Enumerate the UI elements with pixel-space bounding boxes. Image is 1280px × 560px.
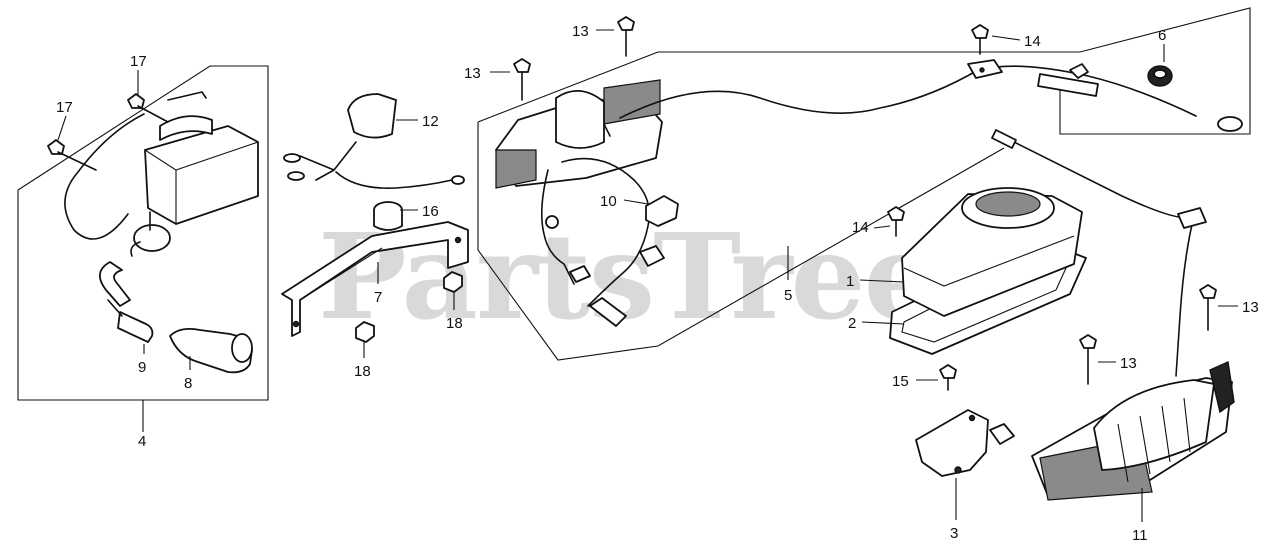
coil-bracket[interactable] <box>281 221 469 337</box>
callouts: 17 17 9 8 4 12 16 7 18 18 13 13 10 5 14 … <box>56 23 1259 544</box>
nut-18-upper[interactable] <box>443 271 463 293</box>
ignition-coil-11[interactable] <box>1031 360 1235 501</box>
callout-16: 16 <box>422 203 439 220</box>
bolt-17-right[interactable] <box>127 91 207 123</box>
bolt-17-left[interactable] <box>47 139 97 171</box>
callout-18-lower: 18 <box>354 363 371 380</box>
callout-12: 12 <box>422 113 439 130</box>
wire-harness[interactable] <box>540 157 679 327</box>
ignition-coil-group-frame <box>17 65 269 432</box>
callout-14-top: 14 <box>1024 33 1041 50</box>
bolt-14-mid[interactable] <box>887 206 905 237</box>
inline-fuse[interactable] <box>1037 63 1099 97</box>
callout-15: 15 <box>892 373 909 390</box>
callout-17-left: 17 <box>56 99 73 116</box>
nut-18-lower[interactable] <box>355 321 375 343</box>
callout-2: 2 <box>848 315 856 332</box>
callout-6: 6 <box>1158 27 1166 44</box>
callout-8: 8 <box>184 375 192 392</box>
ground-wire <box>64 113 145 240</box>
bracket-bushing-16[interactable] <box>373 201 403 231</box>
plug-wire-end[interactable] <box>991 129 1017 149</box>
harness-group-frame <box>477 7 1251 361</box>
leader-lines <box>57 29 1238 522</box>
wire-clip[interactable] <box>1177 207 1207 229</box>
wire-clamp[interactable] <box>967 59 1003 79</box>
callout-13-top: 13 <box>572 23 589 40</box>
callout-3: 3 <box>950 525 958 542</box>
cover-plate-1[interactable] <box>901 187 1083 317</box>
bolt-13-right-a[interactable] <box>1199 284 1217 331</box>
callout-18-upper: 18 <box>446 315 463 332</box>
callout-17-right: 17 <box>130 53 147 70</box>
callout-9: 9 <box>138 359 146 376</box>
watermark: PartsTree <box>318 207 937 346</box>
condenser-12[interactable] <box>283 93 465 189</box>
bolt-13-left[interactable] <box>513 58 531 101</box>
bolt-13-top[interactable] <box>617 16 635 57</box>
callout-7: 7 <box>374 289 382 306</box>
stop-wire <box>619 65 1197 119</box>
bolt-13-right-b[interactable] <box>1079 334 1097 385</box>
callout-13-left: 13 <box>464 65 481 82</box>
bolt-14-top[interactable] <box>971 24 989 55</box>
callout-10: 10 <box>600 193 617 210</box>
bolt-15[interactable] <box>939 364 957 391</box>
callout-11: 11 <box>1132 527 1148 544</box>
high-tension-lead[interactable] <box>107 299 154 343</box>
exciter-unit[interactable] <box>495 79 663 189</box>
callout-13-right-a: 13 <box>1242 299 1259 316</box>
callout-13-right-b: 13 <box>1120 355 1137 372</box>
contact-breaker-3[interactable] <box>915 409 1015 477</box>
ring-terminal[interactable] <box>1217 116 1243 132</box>
ignition-coil[interactable] <box>99 115 259 307</box>
plug-wire-11 <box>1001 135 1195 377</box>
spark-plug-cap[interactable] <box>169 327 253 374</box>
callout-14-mid: 14 <box>852 219 869 236</box>
callout-4: 4 <box>138 433 146 450</box>
callout-5: 5 <box>784 287 792 304</box>
grommet-6[interactable] <box>1147 65 1173 87</box>
callout-1: 1 <box>846 273 854 290</box>
